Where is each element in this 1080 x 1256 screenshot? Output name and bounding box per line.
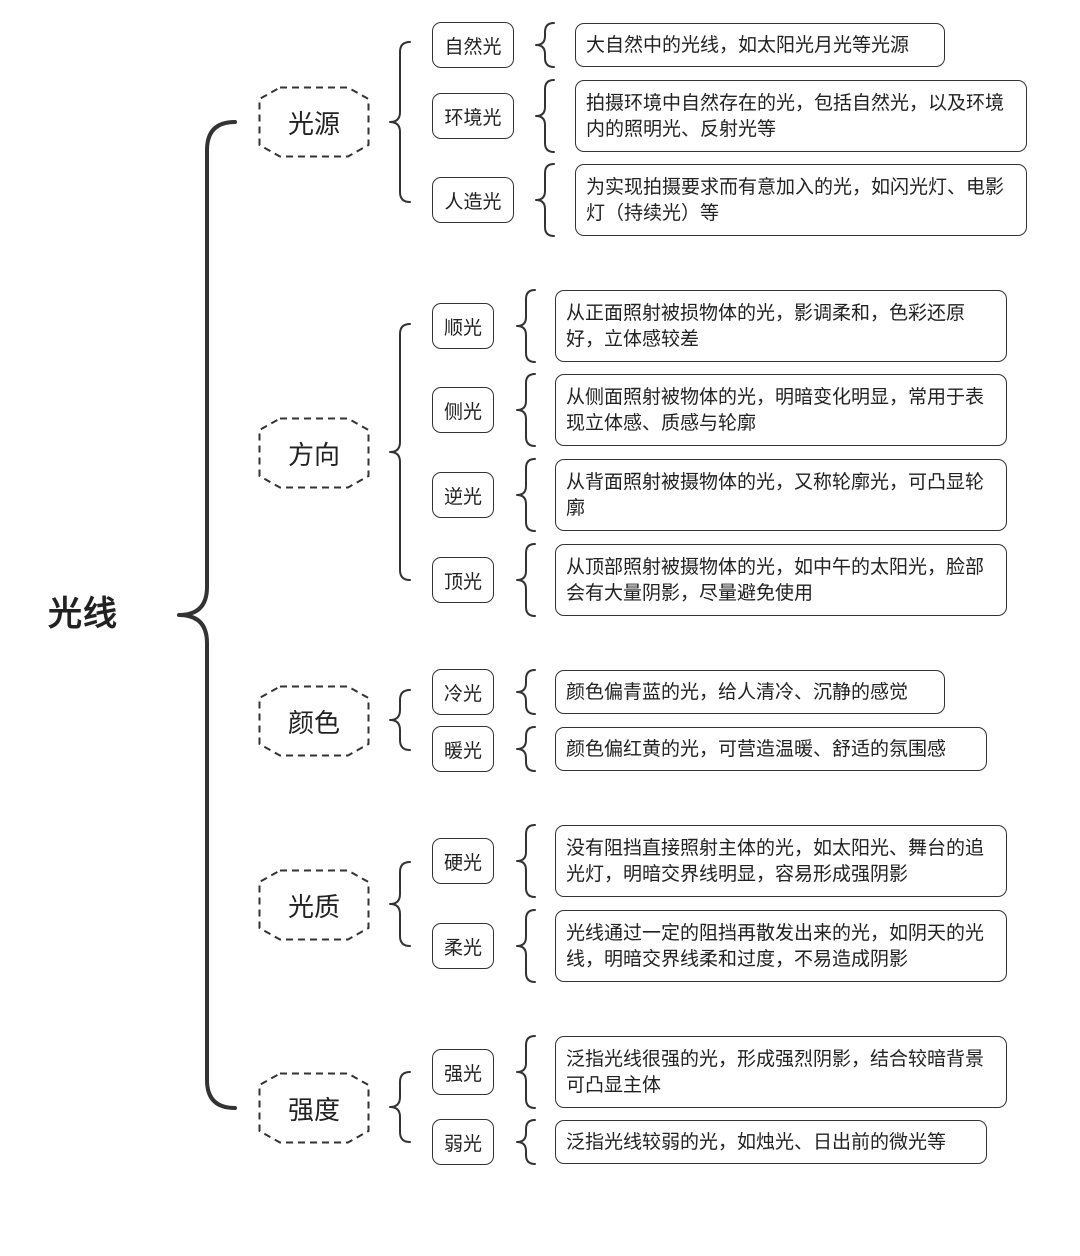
root-title: 光线 — [48, 594, 118, 634]
subtype-node: 人造光 — [432, 177, 514, 223]
description-bracket — [516, 289, 536, 363]
description-box: 从侧面照射被物体的光，明暗变化明显，常用于表现立体感、质感与轮廓 — [555, 374, 1007, 446]
category-label: 光源 — [287, 109, 340, 140]
category-bracket — [389, 689, 411, 751]
category-node: 强度 — [258, 1072, 370, 1144]
category-node: 方向 — [258, 417, 370, 489]
description-box: 从正面照射被损物体的光，影调柔和，色彩还原好，立体感较差 — [555, 290, 1007, 362]
subtype-node: 环境光 — [432, 93, 514, 139]
description-box: 没有阻挡直接照射主体的光，如太阳光、舞台的追光灯，明暗交界线明显，容易形成强阴影 — [555, 825, 1007, 897]
description-bracket — [516, 543, 536, 617]
dashed-hexagon-shape — [258, 417, 370, 489]
subtype-node: 硬光 — [432, 838, 494, 884]
dashed-hexagon-shape — [258, 86, 370, 158]
description-bracket — [516, 669, 536, 715]
description-bracket — [516, 458, 536, 532]
subtype-node: 侧光 — [432, 387, 494, 433]
category-bracket — [389, 861, 411, 947]
subtype-node: 冷光 — [432, 669, 494, 715]
subtype-node: 强光 — [432, 1049, 494, 1095]
subtype-node: 自然光 — [432, 22, 514, 68]
description-bracket — [516, 909, 536, 983]
description-box: 拍摄环境中自然存在的光，包括自然光，以及环境内的照明光、反射光等 — [575, 80, 1027, 152]
description-box: 从顶部照射被摄物体的光，如中午的太阳光，脸部会有大量阴影，尽量避免使用 — [555, 544, 1007, 616]
description-bracket — [516, 1119, 536, 1165]
description-box: 光线通过一定的阻挡再散发出来的光，如阴天的光线，明暗交界线柔和过度，不易造成阴影 — [555, 910, 1007, 982]
description-box: 泛指光线较弱的光，如烛光、日出前的微光等 — [555, 1120, 987, 1164]
category-node: 光源 — [258, 86, 370, 158]
description-bracket — [516, 373, 536, 447]
description-box: 为实现拍摄要求而有意加入的光，如闪光灯、电影灯（持续光）等 — [575, 164, 1027, 236]
category-label: 方向 — [287, 440, 340, 471]
description-bracket — [535, 79, 555, 153]
root-bracket — [177, 120, 237, 1110]
dashed-hexagon-shape — [258, 1072, 370, 1144]
description-bracket — [535, 163, 555, 237]
category-node: 光质 — [258, 869, 370, 941]
subtype-node: 顶光 — [432, 557, 494, 603]
category-label: 光质 — [287, 892, 340, 923]
category-bracket — [389, 41, 411, 203]
description-box: 从背面照射被摄物体的光，又称轮廓光，可凸显轮廓 — [555, 459, 1007, 531]
subtype-node: 柔光 — [432, 923, 494, 969]
description-bracket — [516, 824, 536, 898]
subtype-node: 弱光 — [432, 1119, 494, 1165]
dashed-hexagon-shape — [258, 869, 370, 941]
description-box: 泛指光线很强的光，形成强烈阴影，结合较暗背景可凸显主体 — [555, 1036, 1007, 1108]
category-bracket — [389, 1071, 411, 1143]
category-label: 颜色 — [287, 708, 340, 739]
description-bracket — [516, 1035, 536, 1109]
dashed-hexagon-shape — [258, 685, 370, 757]
description-bracket — [535, 22, 555, 68]
category-label: 强度 — [287, 1095, 340, 1126]
subtype-node: 顺光 — [432, 303, 494, 349]
description-box: 大自然中的光线，如太阳光月光等光源 — [575, 23, 945, 67]
subtype-node: 逆光 — [432, 472, 494, 518]
category-bracket — [389, 323, 411, 581]
category-node: 颜色 — [258, 685, 370, 757]
description-box: 颜色偏红黄的光，可营造温暖、舒适的氛围感 — [555, 727, 987, 771]
description-box: 颜色偏青蓝的光，给人清冷、沉静的感觉 — [555, 670, 945, 714]
description-bracket — [516, 726, 536, 772]
subtype-node: 暖光 — [432, 726, 494, 772]
